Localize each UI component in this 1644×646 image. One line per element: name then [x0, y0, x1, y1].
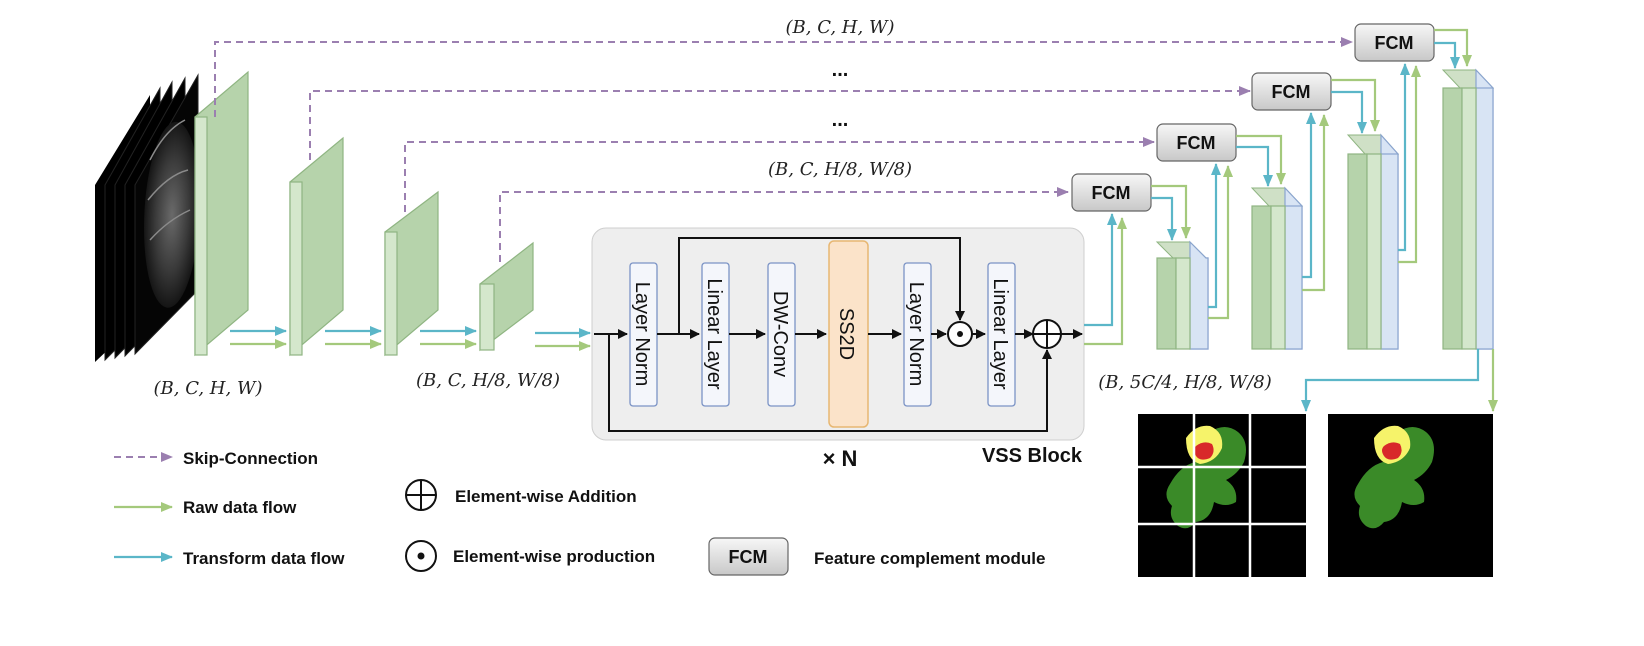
shape-label-encoder: (B, C, H/8, W/8) [416, 370, 560, 391]
vss-repeat-label: × N [823, 446, 858, 471]
legend-addition-label: Element-wise Addition [455, 487, 637, 506]
shape-label-top: (B, C, H, W) [786, 17, 895, 38]
legend-fcm-label: Feature complement module [814, 549, 1045, 568]
segmentation-output-grid [1138, 414, 1306, 577]
fcm-box-3: FCM [1251, 72, 1332, 111]
vss-linear-layer-2-label: Linear Layer [989, 278, 1011, 390]
legend-fcm-icon: FCM [708, 537, 789, 576]
encoder-feature-1 [194, 70, 249, 357]
svg-text:FCM: FCM [1272, 82, 1311, 102]
svg-text:FCM: FCM [729, 547, 768, 567]
decoder-to-fcm-flows [1208, 63, 1421, 320]
vss-layer-norm-1-label: Layer Norm [631, 282, 653, 386]
vss-product-op [947, 321, 973, 347]
shape-label-skip4: (B, C, H/8, W/8) [768, 159, 912, 180]
vss-block-title: VSS Block [982, 445, 1083, 467]
decoder-feature-2 [1250, 186, 1304, 350]
fcm-to-decoder-flows [1151, 28, 1472, 241]
encoder-feature-2 [289, 136, 344, 357]
vss-ss2d-label: SS2D [835, 308, 857, 360]
svg-text:FCM: FCM [1375, 33, 1414, 53]
encoder-flow-arrows [230, 326, 591, 351]
legend-raw-label: Raw data flow [183, 498, 297, 517]
fcm-box-4: FCM [1354, 23, 1435, 62]
legend-product-label: Element-wise production [453, 547, 655, 566]
dots-label-2: ... [832, 109, 849, 131]
shape-label-decoder: (B, 5C/4, H/8, W/8) [1098, 372, 1272, 393]
fcm-box-2: FCM [1156, 123, 1237, 162]
encoder-feature-3 [384, 190, 439, 357]
vss-linear-layer-1-label: Linear Layer [703, 278, 725, 390]
legend-addition-icon [405, 479, 437, 511]
vss-output-flows [1084, 213, 1127, 346]
fcm-box-1: FCM [1071, 173, 1152, 212]
mri-input-stack [95, 73, 200, 362]
legend-skip-label: Skip-Connection [183, 449, 318, 468]
svg-text:FCM: FCM [1092, 183, 1131, 203]
vss-addition-op [1032, 319, 1062, 349]
dots-label-1: ... [832, 59, 849, 81]
svg-text:FCM: FCM [1177, 133, 1216, 153]
vss-block: Layer Norm Linear Layer DW-Conv SS2D Lay… [591, 227, 1085, 441]
skip-connections [214, 37, 1353, 262]
legend: Skip-Connection Raw data flow Transform … [114, 449, 1045, 576]
decoder-feature-1 [1155, 240, 1209, 350]
encoder-feature-4 [479, 241, 534, 352]
shape-label-input: (B, C, H, W) [154, 378, 263, 399]
decoder-feature-3 [1346, 133, 1400, 350]
vss-layer-norm-2-label: Layer Norm [905, 282, 927, 386]
vss-dw-conv-label: DW-Conv [769, 291, 791, 377]
legend-transform-label: Transform data flow [183, 549, 345, 568]
segmentation-output [1328, 414, 1493, 577]
output-flows [1301, 349, 1498, 412]
decoder-feature-4 [1441, 68, 1495, 350]
legend-product-icon [405, 540, 437, 572]
